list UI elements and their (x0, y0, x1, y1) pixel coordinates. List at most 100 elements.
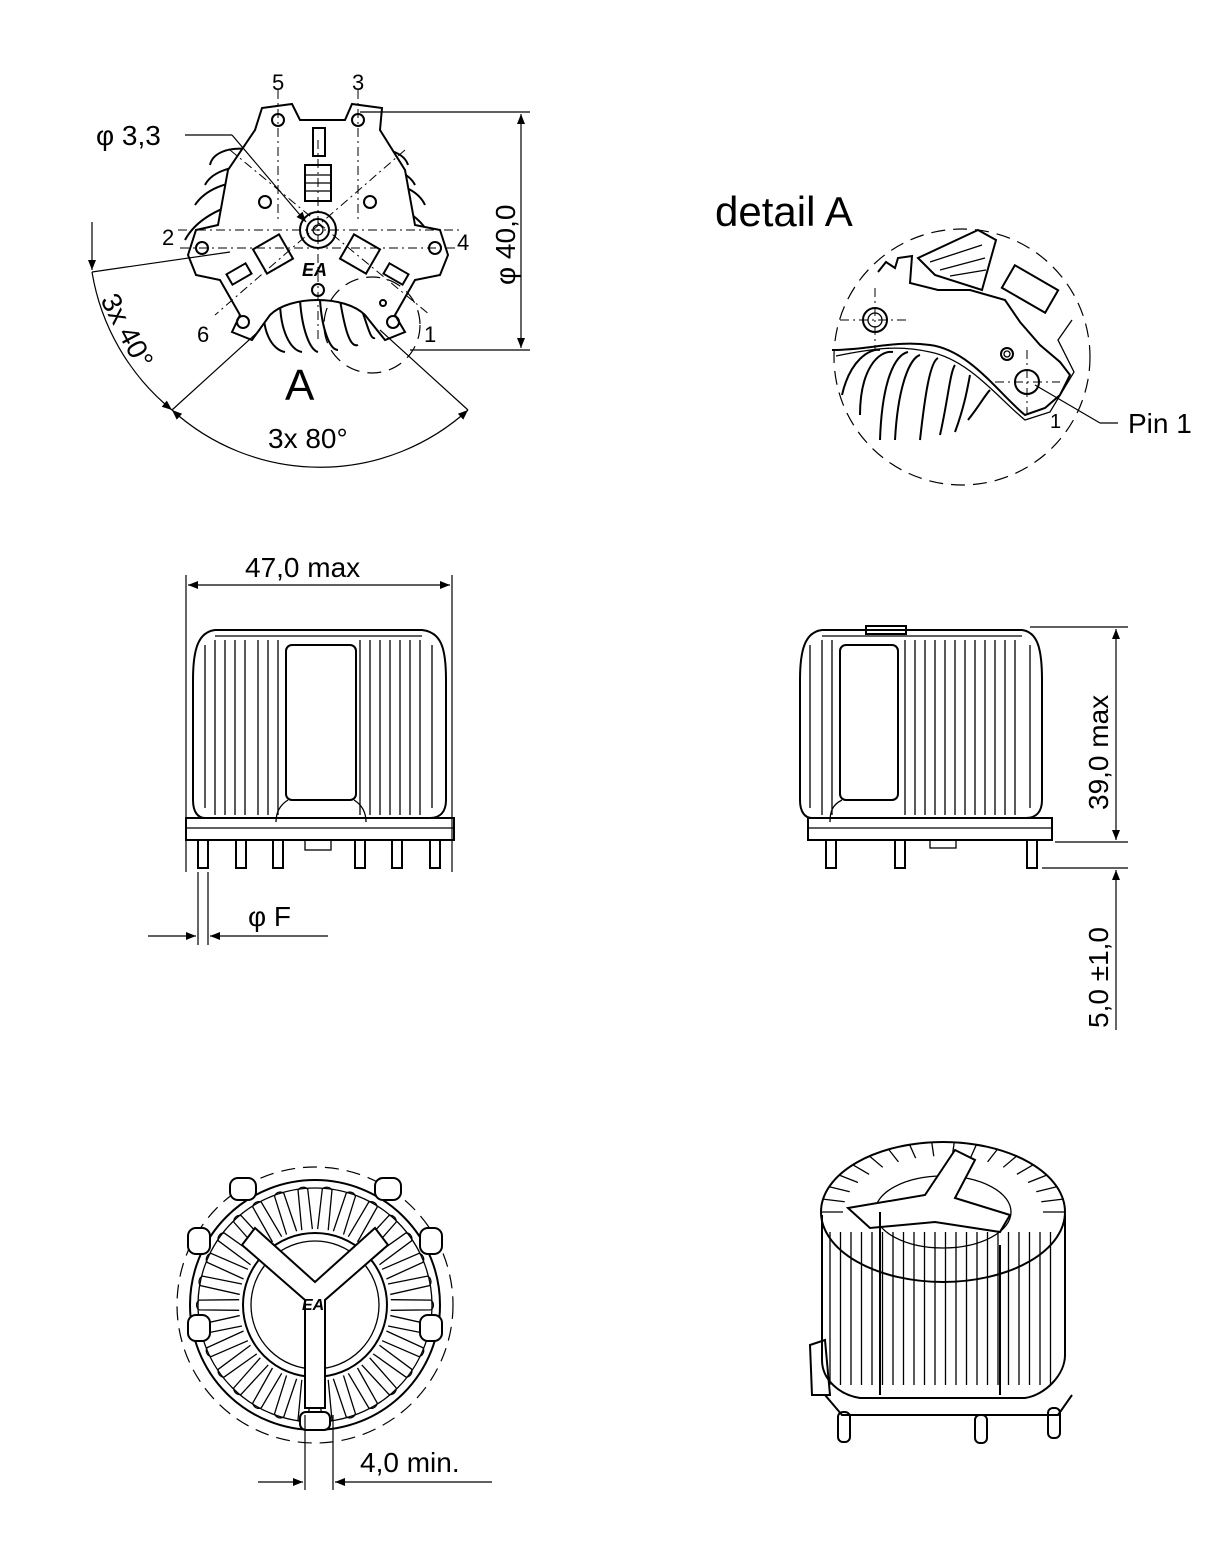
side-body-outline (192, 629, 447, 819)
iso-top-winding-turn (1016, 1164, 1034, 1175)
bottom-winding-turn (332, 1191, 357, 1235)
right-top-clip (865, 625, 907, 635)
iso-y-clip (845, 1148, 1012, 1234)
iso-windings (821, 1142, 1065, 1385)
bottom-winding-turn (316, 1186, 333, 1231)
bottom-winding-turn (217, 1344, 258, 1378)
winding-clip-left (251, 233, 295, 275)
bottom-winding-turn (252, 1367, 283, 1409)
iso-top-winding-turn (869, 1155, 884, 1168)
detail-title: detail A (715, 188, 853, 235)
side-view-right: 39,0 max 5,0 ±1,0 (799, 625, 1128, 1030)
bottom-winding-turn (297, 1186, 314, 1231)
detail-ref-label: A (285, 361, 315, 410)
slot-left (225, 261, 253, 287)
isometric-view (808, 1141, 1073, 1444)
side-windings (204, 640, 433, 815)
iso-top-winding-turn (987, 1148, 998, 1163)
pin-5-label: 5 (272, 70, 284, 95)
right-windings (809, 640, 1031, 815)
detail-boundary-circle (833, 228, 1091, 486)
logo: EA (302, 260, 327, 280)
pin-4-label: 4 (457, 230, 469, 255)
bottom-winding-turn (273, 1375, 298, 1419)
bottom-winding-turn (381, 1330, 425, 1358)
angle-80-label: 3x 80° (268, 423, 348, 454)
iso-side-tab (808, 1338, 832, 1396)
winding-clip-right (338, 233, 382, 275)
bottom-winding-turn (273, 1191, 298, 1235)
bottom-winding-turn (217, 1232, 258, 1266)
detail-winding-clip (916, 228, 998, 292)
bottom-winding-turn (332, 1375, 357, 1419)
detail-plate-outline (831, 254, 1072, 417)
slot-right (382, 261, 410, 287)
detail-slot (1000, 263, 1060, 315)
iso-top-winding-turn (1041, 1198, 1063, 1203)
detail-a-circle (323, 276, 421, 374)
slot-top (312, 127, 326, 157)
iso-top-winding-turn (829, 1186, 850, 1193)
top-view-centre-lines (178, 90, 460, 340)
right-base (807, 817, 1053, 841)
bottom-boundary-circle (176, 1166, 454, 1444)
bottom-winding-turn (347, 1201, 378, 1243)
bottom-winding-turn (205, 1252, 249, 1280)
iso-top-winding-turn (969, 1144, 977, 1159)
iso-pins (837, 1407, 1061, 1444)
bottom-winding-turn (390, 1299, 435, 1311)
iso-top-winding-turn (1027, 1174, 1047, 1184)
bottom-y-web (240, 1226, 390, 1409)
pin1-label: Pin 1 (1128, 408, 1192, 439)
iso-base (824, 1394, 1073, 1416)
iso-top-winding-turn (852, 1164, 870, 1175)
bottom-winding-turn (195, 1299, 240, 1311)
right-core-window (839, 644, 899, 801)
detail-small-hole (1000, 347, 1014, 361)
bottom-tabs (187, 1177, 443, 1431)
bottom-winding-turn (233, 1214, 269, 1253)
pin-2-label: 2 (162, 225, 174, 250)
height-label: 39,0 max (1083, 695, 1114, 810)
hole-diameter-label: φ 3,3 (96, 120, 161, 151)
iso-top-winding-turn (909, 1144, 917, 1159)
bottom-winding-turn (372, 1344, 413, 1378)
iso-top-winding-turn (888, 1148, 899, 1163)
bottom-logo: EA (302, 1297, 324, 1314)
top-view: EA 5 3 2 4 6 (88, 70, 530, 468)
iso-top-winding-turn (839, 1174, 859, 1184)
pin-diameter-label: φ F (248, 901, 291, 932)
iso-body-outline (821, 1215, 1066, 1399)
bottom-winding-turn (361, 1214, 397, 1253)
side-base (185, 817, 455, 841)
detail-a-view: detail A 1 Pin 1 (715, 188, 1192, 486)
right-pins (825, 839, 1038, 869)
right-body-outline (799, 629, 1043, 819)
bottom-winding-turn (198, 1275, 243, 1296)
bottom-winding-turn (361, 1357, 397, 1396)
iso-top-winding-turn (823, 1198, 845, 1203)
pin-1-label: 1 (424, 322, 436, 347)
bottom-winding-turn (387, 1275, 432, 1296)
bottom-winding-turn (252, 1201, 283, 1243)
angle-40-label: 3x 40° (95, 288, 160, 373)
bottom-winding-turn (381, 1252, 425, 1280)
pin-6-label: 6 (197, 322, 209, 347)
bottom-winding-turn (347, 1367, 378, 1409)
pin-3-label: 3 (352, 70, 364, 95)
side-view-front: 47,0 max (148, 552, 455, 945)
outer-diameter-label: φ 40,0 (490, 205, 521, 285)
detail-pin-number: 1 (1050, 411, 1061, 433)
bottom-winding-turn (372, 1232, 413, 1266)
web-width-label: 4,0 min. (360, 1447, 460, 1478)
bottom-view: EA 4,0 min. (176, 1166, 492, 1490)
iso-top-winding-turn (931, 1142, 935, 1157)
bottom-winding-turn (205, 1330, 249, 1358)
width-label: 47,0 max (245, 552, 360, 583)
side-core-window (285, 644, 357, 801)
bottom-winding-turn (233, 1357, 269, 1396)
side-pins (197, 839, 441, 869)
iso-top-winding-turn (1036, 1186, 1057, 1193)
pin-length-label: 5,0 ±1,0 (1083, 927, 1114, 1028)
